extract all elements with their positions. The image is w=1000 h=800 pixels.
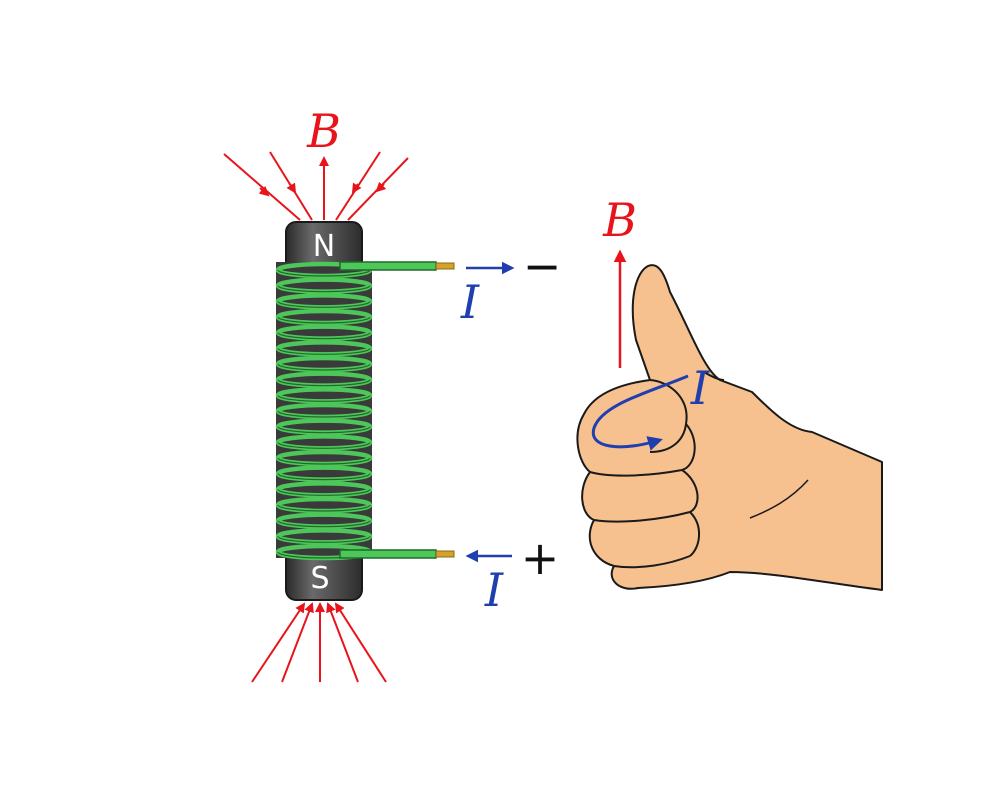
coil-turn-edge [277,426,371,434]
coil-turn-edge [277,536,371,543]
terminal-negative: − [523,239,562,293]
field-arrow [258,185,270,197]
field-label-top: B [306,104,341,158]
lead-wires [339,261,455,559]
pole-label-north: N [313,229,335,264]
wire-tip-top [435,262,455,270]
coil-turn-edge [277,473,371,481]
field-arrow [326,602,359,683]
finger-knuckle [681,423,696,471]
finger-line-2 [593,511,691,523]
coil-turn-edge [277,301,371,308]
field-arrow [251,602,306,683]
coil-turn-edge [277,410,371,418]
hand-outline [576,264,883,591]
coil-turn-edge [277,379,371,387]
coil-turn-edge [277,363,371,371]
pole-label-south: S [310,561,329,596]
finger-knuckle [681,469,699,513]
coil-turn-edge [277,316,371,324]
field-arrow [351,182,362,194]
wire-tip-bottom [435,550,455,558]
field-arrow [286,182,297,194]
field-arrow [375,181,387,193]
coil-turn-edge [277,489,371,496]
coil-turn-edge [277,285,371,293]
lead-wire-top [339,261,437,271]
terminal-positive: + [521,531,560,585]
coil-turn-edge [277,395,371,402]
solenoid-icon: N S [275,221,455,601]
field-lines-top [223,151,409,221]
thumb-crease [703,371,725,381]
finger-knuckle [689,511,700,557]
field-arrow [281,602,314,683]
coil-turn-edge [277,520,371,528]
current-circulation-arrow [591,374,689,451]
current-label-bottom: I [484,563,504,617]
palm-crease [749,479,809,519]
coil-turn-edge [277,504,371,512]
current-label-top: I [460,275,480,329]
field-arrow [334,602,387,683]
current-label-hand: I [690,361,710,415]
lead-wire-bottom [339,549,437,559]
coil-turn-edge [277,457,371,465]
current-indicators: I − I + [460,239,561,617]
coil-turn-edge [277,348,371,355]
field-line [223,153,301,221]
field-label-hand: B [602,193,637,247]
finger-line-1 [589,469,683,477]
finger-line-3 [613,555,691,569]
coil-turn-edge [277,269,371,277]
coil-turns [275,261,373,561]
field-lines-bottom [251,602,387,683]
coil-turn-edge [277,442,371,449]
thumbs-up-right-hand-icon: I [576,264,883,591]
coil-turn-edge [277,332,371,340]
